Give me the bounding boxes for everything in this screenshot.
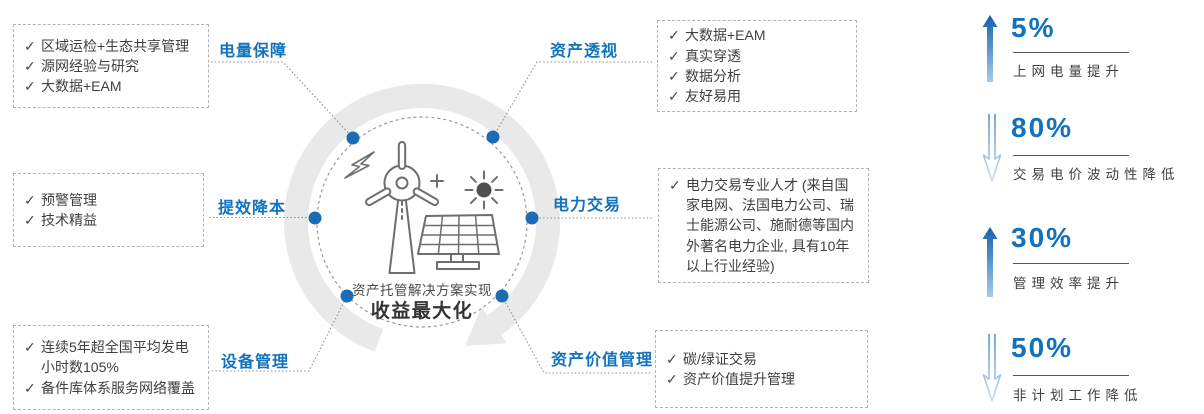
checklist: 连续5年超全国平均发电小时数105% 备件库体系服务网络覆盖 (24, 337, 198, 398)
checklist: 碳/绿证交易资产价值提升管理 (666, 349, 857, 390)
checklist-item-text: 碳/绿证交易 (683, 350, 757, 367)
connector-dot (495, 289, 509, 303)
connector-dots (308, 130, 539, 303)
list-item: 数据分析 (668, 66, 846, 86)
stat-value: 80% (1011, 112, 1074, 143)
checklist-asset-value: 碳/绿证交易资产价值提升管理 (655, 330, 868, 408)
checklist-item-text: 大数据+EAM (685, 27, 766, 44)
checklist-item-text: 备件库体系服务网络覆盖 (41, 379, 195, 396)
connector-dot (486, 130, 500, 144)
check-icon (666, 369, 683, 389)
stat-value: 50% (1011, 332, 1074, 363)
checklist: 区域运检+生态共享管理源网经验与研究大数据+EAM (24, 36, 198, 97)
list-item: 友好易用 (668, 86, 846, 106)
check-icon (24, 36, 41, 56)
connector-line (501, 295, 652, 374)
list-item: 资产价值提升管理 (666, 369, 857, 389)
stat-value: 5% (1011, 12, 1056, 43)
checklist-item-text: 大数据+EAM (41, 78, 122, 95)
stat-label: 上网电量提升 (1013, 64, 1124, 79)
category-label-power-trading: 电力交易 (553, 197, 622, 214)
check-icon (24, 56, 41, 76)
list-item: 源网经验与研究 (24, 56, 198, 76)
checklist-item-text: 源网经验与研究 (41, 57, 139, 74)
checklist-item-text: 技术精益 (41, 212, 97, 228)
stat-underline (1013, 375, 1129, 376)
checklist-item-text: 友好易用 (685, 88, 741, 105)
check-icon (669, 175, 686, 195)
list-item: 碳/绿证交易 (666, 349, 857, 369)
check-icon (24, 210, 41, 230)
list-item: 预警管理 (24, 190, 193, 210)
sun-icon (464, 170, 504, 210)
stat-underline (1013, 52, 1129, 53)
connector-line (211, 61, 354, 139)
checklist-power-trading: 电力交易专业人才 (来自国家电网、法国电力公司、瑞士能源公司、施耐德等国内外著名… (658, 168, 869, 283)
plus-icon (430, 174, 444, 188)
connector-dot (308, 211, 322, 225)
list-item: 电力交易专业人才 (来自国家电网、法国电力公司、瑞士能源公司、施耐德等国内外著名… (669, 175, 858, 276)
checklist-item-text: 真实穿透 (685, 47, 741, 64)
connector-line (208, 295, 348, 372)
checklist-equipment: 连续5年超全国平均发电小时数105% 备件库体系服务网络覆盖 (13, 325, 209, 410)
stat-label: 非计划工作降低 (1013, 388, 1143, 403)
list-item: 大数据+EAM (668, 25, 846, 45)
check-icon (668, 86, 685, 106)
cycle-ring (284, 84, 560, 352)
checklist: 电力交易专业人才 (来自国家电网、法国电力公司、瑞士能源公司、施耐德等国内外著名… (669, 175, 858, 276)
checklist-item-text: 区域运检+生态共享管理 (41, 37, 190, 54)
stat-label: 交易电价波动性降低 (1013, 167, 1180, 182)
up-arrow-icon (982, 15, 998, 82)
down-arrow-icon (982, 334, 1002, 402)
category-label-efficiency: 提效降本 (218, 200, 287, 217)
lightning-icon (344, 151, 375, 179)
connector-dot (525, 211, 539, 225)
checklist: 预警管理技术精益 (24, 190, 193, 231)
down-arrow-icon (982, 114, 1002, 182)
stat-underline (1013, 263, 1129, 264)
connector-line (492, 61, 652, 138)
check-icon (666, 349, 683, 369)
checklist-item-text: 连续5年超全国平均发电小时数105% (41, 339, 189, 376)
connector-lines (208, 61, 654, 374)
connector-dot (340, 289, 354, 303)
cycle-arrow-icon (464, 307, 507, 346)
category-label-asset-value: 资产价值管理 (551, 352, 654, 369)
solar-panel-icon (417, 214, 500, 270)
list-item: 真实穿透 (668, 46, 846, 66)
center-caption: 资产托管解决方案实现 (352, 283, 492, 298)
category-label-asset-insight: 资产透视 (550, 43, 619, 60)
category-label-power-guarantee: 电量保障 (219, 43, 288, 60)
checklist-item-text: 数据分析 (685, 68, 741, 84)
list-item: 连续5年超全国平均发电小时数105% (24, 337, 198, 378)
list-item: 大数据+EAM (24, 76, 198, 96)
list-item: 区域运检+生态共享管理 (24, 36, 198, 56)
check-icon (24, 337, 41, 357)
wind-turbine-icon (365, 141, 439, 274)
center-headline: 收益最大化 (370, 301, 474, 322)
checklist: 大数据+EAM 真实穿透数据分析友好易用 (668, 25, 846, 106)
stat-value: 30% (1011, 222, 1074, 253)
checklist-item-text: 预警管理 (41, 191, 97, 208)
checklist-power-guarantee: 区域运检+生态共享管理源网经验与研究大数据+EAM (13, 24, 209, 108)
check-icon (24, 76, 41, 96)
connector-dot (346, 131, 360, 145)
list-item: 备件库体系服务网络覆盖 (24, 378, 198, 398)
check-icon (668, 66, 685, 86)
check-icon (24, 378, 41, 398)
check-icon (668, 46, 685, 66)
checklist-asset-insight: 大数据+EAM 真实穿透数据分析友好易用 (657, 20, 857, 112)
check-icon (668, 25, 685, 45)
checklist-item-text: 资产价值提升管理 (683, 371, 795, 387)
checklist-efficiency: 预警管理技术精益 (13, 173, 204, 247)
list-item: 技术精益 (24, 210, 193, 230)
checklist-item-text: 电力交易专业人才 (来自国家电网、法国电力公司、瑞士能源公司、施耐德等国内外著名… (686, 176, 854, 274)
stat-underline (1013, 155, 1129, 156)
up-arrow-icon (982, 227, 998, 297)
check-icon (24, 190, 41, 210)
category-label-equipment: 设备管理 (221, 354, 290, 371)
stat-label: 管理效率提升 (1013, 276, 1124, 291)
